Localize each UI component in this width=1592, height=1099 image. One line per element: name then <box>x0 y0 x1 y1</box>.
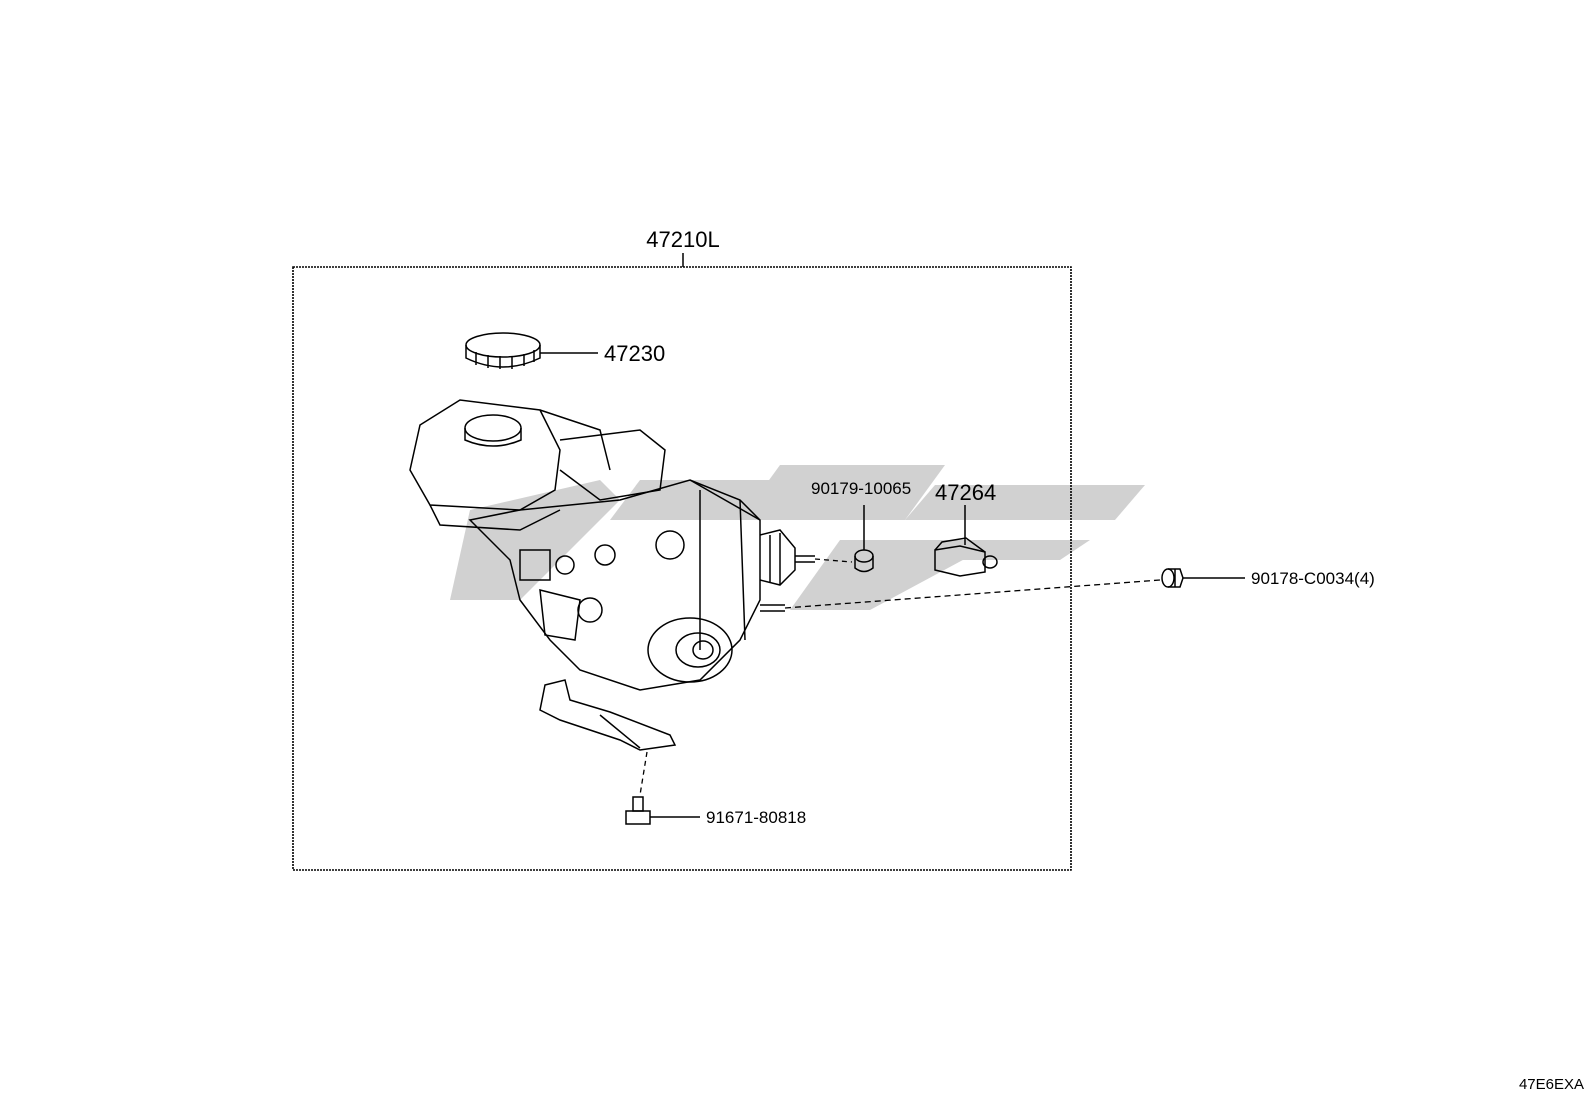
bracket-drawing <box>539 679 677 751</box>
watermark-logo <box>450 465 1145 610</box>
sensor-part-number: 47264 <box>935 480 996 505</box>
bolt-drawing <box>625 796 651 825</box>
stud-dashed-leader <box>784 579 1161 609</box>
cap-part-number: 47230 <box>604 341 665 366</box>
grommet-part-number: 90179-10065 <box>811 479 911 498</box>
sensor-drawing <box>934 537 998 577</box>
bracket-dashed-leader <box>639 751 648 796</box>
nut-drawing <box>1161 568 1184 588</box>
rod-dashed-leader <box>814 558 853 563</box>
nut-part-number: 90178-C0034(4) <box>1251 569 1375 588</box>
group-label: 47210L <box>646 227 719 252</box>
assembly-frame <box>292 266 1072 871</box>
reservoir-cap-drawing <box>465 332 541 369</box>
diagram-code: 47E6EXA <box>1518 1076 1584 1093</box>
brake-actuator-assembly-drawing <box>409 399 815 691</box>
bolt-part-number: 91671-80818 <box>706 808 806 827</box>
